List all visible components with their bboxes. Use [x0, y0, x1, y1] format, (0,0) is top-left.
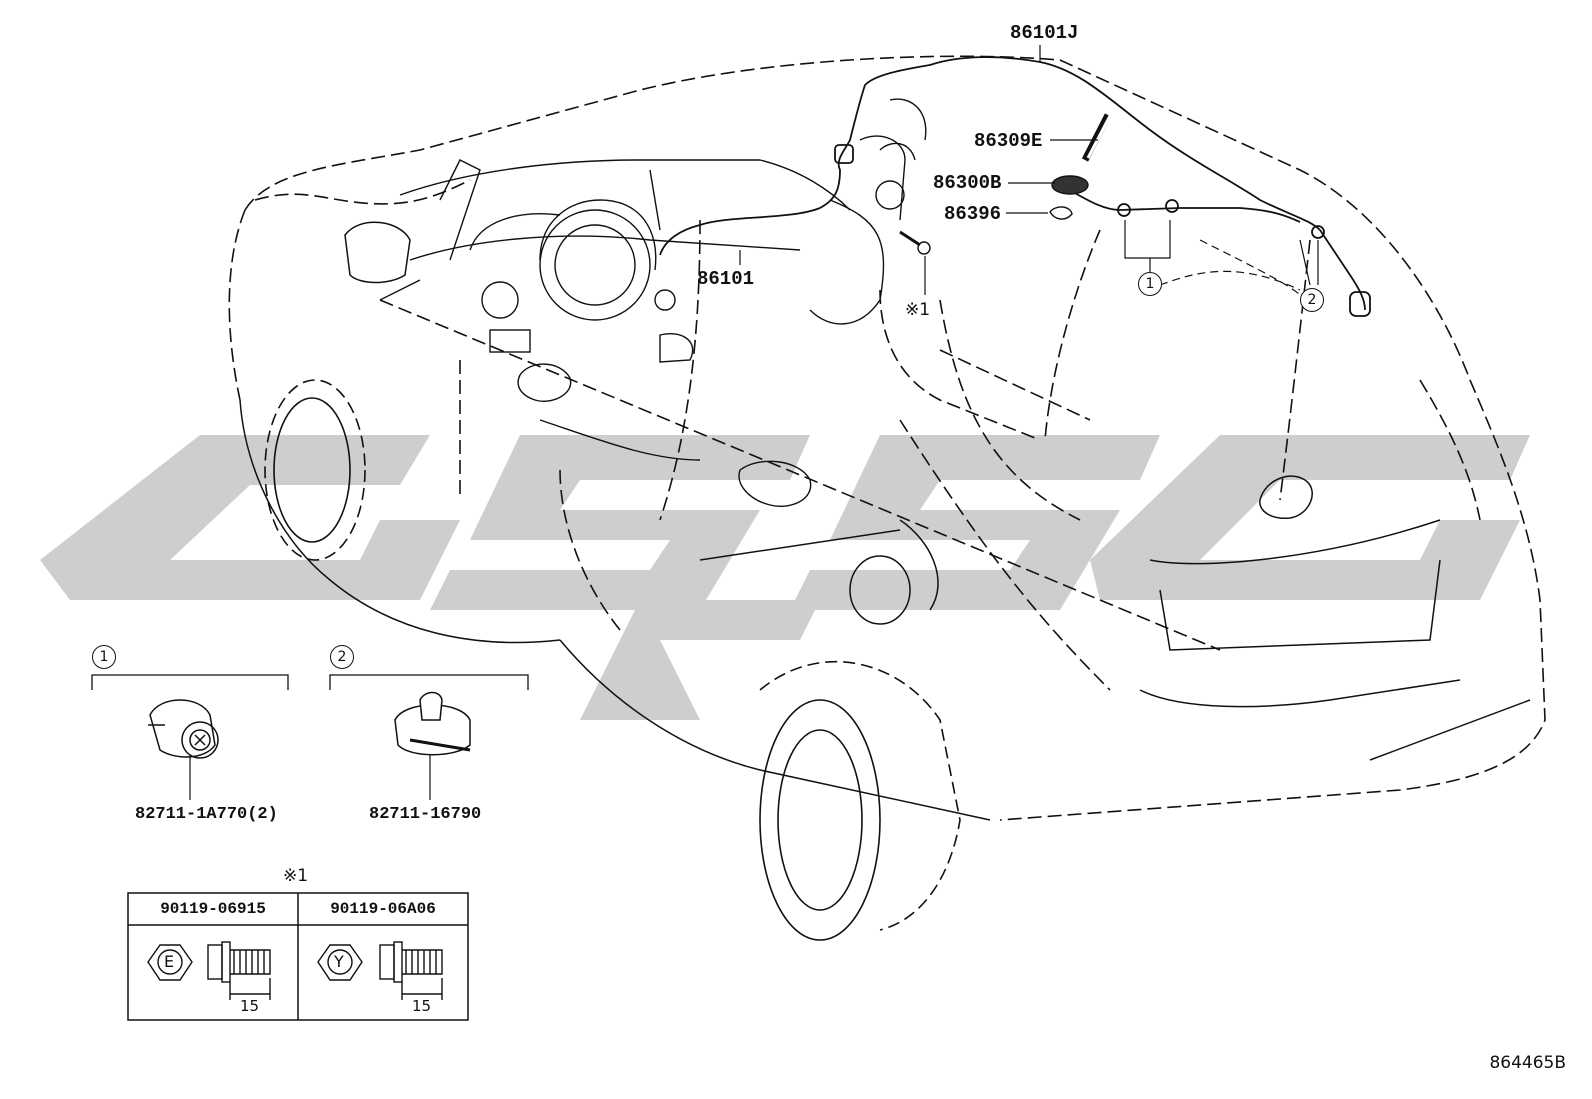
figure-number: 864465B — [1489, 1053, 1566, 1073]
wheels — [264, 379, 961, 941]
vehicle-body-solid — [239, 221, 1531, 821]
bolt-table-marker: ※1 — [283, 866, 309, 886]
detail-2-marker: 2 — [1300, 288, 1324, 312]
antenna-rod-icon — [1081, 111, 1114, 162]
detail-brackets — [91, 674, 529, 690]
bolt-y-head-mark: Y — [334, 952, 344, 971]
vehicle-outline — [228, 55, 1546, 821]
bolt-table-col-2-header: 90119-06A06 — [330, 900, 436, 918]
bolt-y-length: 15 — [412, 997, 432, 1015]
detail-2-part-number: 82711-16790 — [369, 805, 482, 824]
dashed-leaders — [1159, 239, 1301, 296]
bolt-marker-icon — [899, 230, 931, 255]
detail-1-number: 1 — [92, 645, 116, 669]
bolt-e-icon — [147, 941, 271, 1000]
bolt-table-col-1-header: 90119-06915 — [160, 900, 266, 918]
clip-1-icon — [148, 699, 219, 759]
interior-dashboard — [379, 98, 927, 507]
detail-2-number: 2 — [330, 645, 354, 669]
bolt-e-head-mark: E — [164, 952, 175, 971]
watermark — [40, 435, 1530, 720]
detail-1-marker: 1 — [1138, 272, 1162, 296]
callout-86101: 86101 — [697, 268, 755, 290]
antenna-pad-icon — [1049, 206, 1073, 220]
antenna-base-icon — [1051, 175, 1089, 195]
bolt-y-icon — [317, 941, 443, 1000]
callout-86101j: 86101J — [1010, 22, 1079, 44]
callout-86309e: 86309E — [974, 130, 1043, 152]
detail-1-part-number: 82711-1A770(2) — [135, 805, 278, 824]
antenna-cord — [659, 56, 1371, 317]
leader-lines — [189, 45, 1319, 800]
callout-86396: 86396 — [944, 203, 1002, 225]
note-marker-1: ※1 — [905, 300, 931, 320]
callout-86300b: 86300B — [933, 172, 1002, 194]
bolt-table — [127, 892, 469, 1021]
clip-2-icon — [394, 691, 471, 756]
bolt-e-length: 15 — [240, 997, 260, 1015]
